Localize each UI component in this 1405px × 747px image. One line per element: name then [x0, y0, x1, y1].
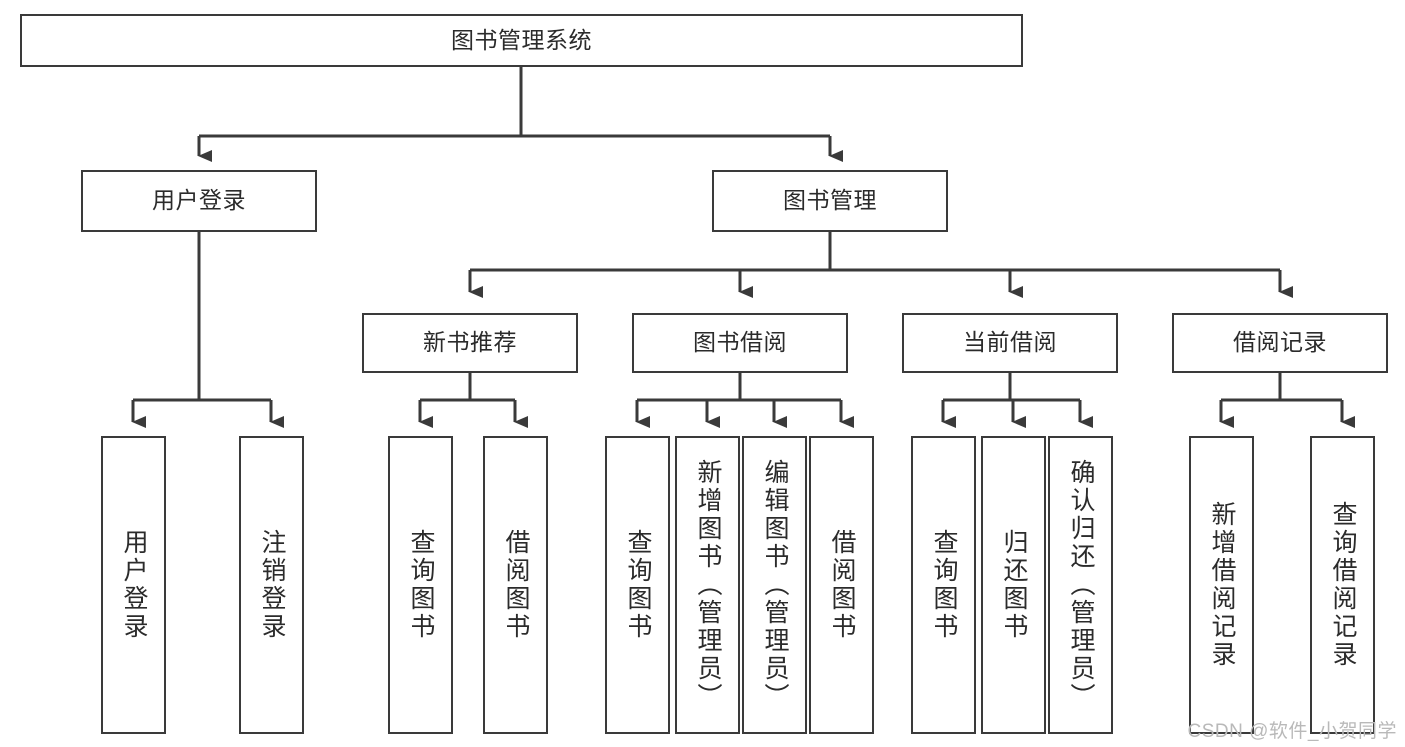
node-book-borrow-label: 图书借阅 — [693, 329, 787, 356]
leaf-node-label: 确认归还（管理员） — [1067, 459, 1095, 711]
node-book-borrow[interactable]: 图书借阅 — [632, 313, 848, 373]
leaf-node-label: 借阅图书 — [828, 529, 856, 641]
leaf-node[interactable]: 用户登录 — [101, 436, 166, 734]
leaf-node-label: 新增借阅记录 — [1208, 501, 1236, 669]
leaf-node[interactable]: 查询图书 — [911, 436, 976, 734]
leaf-node-label: 用户登录 — [120, 529, 148, 641]
leaf-node-label: 借阅图书 — [502, 529, 530, 641]
node-current-borrow[interactable]: 当前借阅 — [902, 313, 1118, 373]
leaf-node-label: 注销登录 — [258, 529, 286, 641]
leaf-node[interactable]: 新增借阅记录 — [1189, 436, 1254, 734]
node-root-system[interactable]: 图书管理系统 — [20, 14, 1023, 67]
leaf-node[interactable]: 确认归还（管理员） — [1048, 436, 1113, 734]
leaf-node[interactable]: 归还图书 — [981, 436, 1046, 734]
node-user-login[interactable]: 用户登录 — [81, 170, 317, 232]
leaf-node-label: 新增图书（管理员） — [694, 459, 722, 711]
node-book-management[interactable]: 图书管理 — [712, 170, 948, 232]
leaf-node-label: 查询图书 — [930, 529, 958, 641]
leaf-node[interactable]: 编辑图书（管理员） — [742, 436, 807, 734]
leaf-node[interactable]: 查询借阅记录 — [1310, 436, 1375, 734]
node-root-label: 图书管理系统 — [451, 26, 592, 53]
leaf-node[interactable]: 借阅图书 — [483, 436, 548, 734]
leaf-node-label: 编辑图书（管理员） — [761, 459, 789, 711]
leaf-node[interactable]: 查询图书 — [605, 436, 670, 734]
node-current-borrow-label: 当前借阅 — [963, 329, 1057, 356]
csdn-watermark: CSDN @软件_小贺同学 — [1187, 721, 1397, 742]
node-borrow-record[interactable]: 借阅记录 — [1172, 313, 1388, 373]
leaf-node-label: 查询借阅记录 — [1329, 501, 1357, 669]
leaf-node[interactable]: 借阅图书 — [809, 436, 874, 734]
node-new-book-recommend[interactable]: 新书推荐 — [362, 313, 578, 373]
leaf-node-label: 查询图书 — [624, 529, 652, 641]
node-user-login-label: 用户登录 — [152, 187, 246, 214]
leaf-node[interactable]: 查询图书 — [388, 436, 453, 734]
leaf-node[interactable]: 注销登录 — [239, 436, 304, 734]
leaf-node-label: 查询图书 — [407, 529, 435, 641]
node-book-management-label: 图书管理 — [783, 187, 877, 214]
node-new-book-recommend-label: 新书推荐 — [423, 329, 517, 356]
leaf-node-label: 归还图书 — [1000, 529, 1028, 641]
node-borrow-record-label: 借阅记录 — [1233, 329, 1327, 356]
leaf-node[interactable]: 新增图书（管理员） — [675, 436, 740, 734]
